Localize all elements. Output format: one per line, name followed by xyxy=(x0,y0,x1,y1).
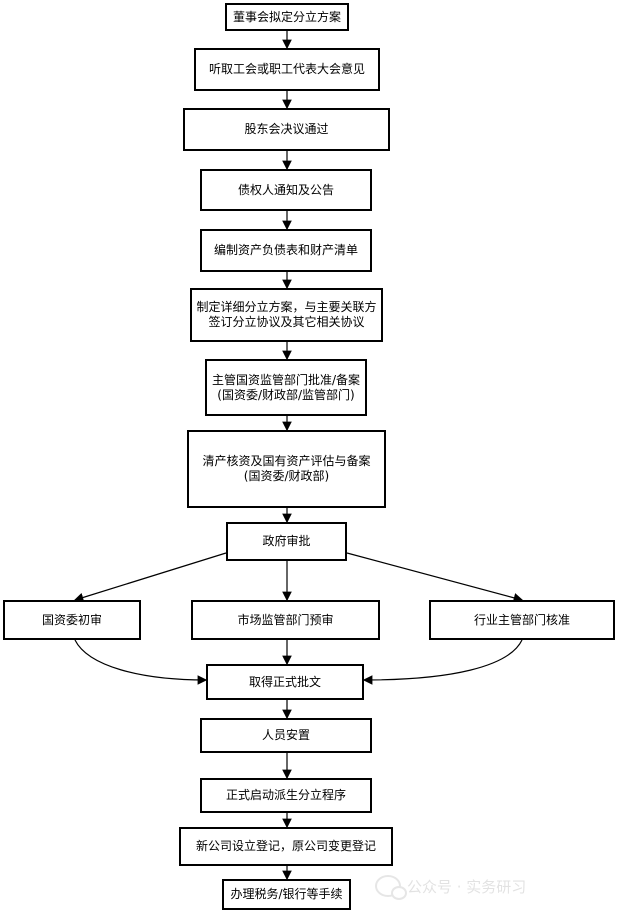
node-derivative-division-start-line-1: 正式启动派生分立程序 xyxy=(225,788,346,803)
node-company-registration: 新公司设立登记，原公司变更登记 xyxy=(179,827,393,866)
node-industry-authority-approval-line-1: 行业主管部门核准 xyxy=(473,612,570,627)
node-industry-authority-approval: 行业主管部门核准 xyxy=(429,600,615,640)
node-board-draft-plan-line-1: 董事会拟定分立方案 xyxy=(232,9,341,24)
node-tax-bank-procedures-line-1: 办理税务/银行等手续 xyxy=(230,887,343,902)
node-personnel-placement-line-1: 人员安置 xyxy=(261,728,310,743)
node-state-asset-approval-line-2: (国资委/财政部/监管部门) xyxy=(217,387,355,402)
node-creditor-notice-line-1: 债权人通知及公告 xyxy=(237,182,334,197)
arrow-n10-n13 xyxy=(74,639,208,685)
node-market-regulator-prereview: 市场监管部门预审 xyxy=(191,600,380,640)
node-company-registration-line-1: 新公司设立登记，原公司变更登记 xyxy=(195,839,376,854)
node-tax-bank-procedures: 办理税务/银行等手续 xyxy=(222,879,351,910)
node-balance-sheet: 编制资产负债表和财产清单 xyxy=(200,229,372,272)
node-union-opinion-line-1: 听取工会或职工代表大会意见 xyxy=(208,62,365,77)
node-government-approval-line-1: 政府审批 xyxy=(262,534,311,549)
node-state-asset-approval-line-1: 主管国资监管部门批准/备案 xyxy=(211,372,361,387)
node-shareholder-approval-line-1: 股东会决议通过 xyxy=(244,122,329,137)
node-official-approval-document: 取得正式批文 xyxy=(206,664,364,700)
node-state-asset-approval: 主管国资监管部门批准/备案 (国资委/财政部/监管部门) xyxy=(205,359,367,416)
node-government-approval: 政府审批 xyxy=(226,522,347,561)
node-asset-valuation-line-1: 清产核资及国有资产评估与备案 xyxy=(202,454,371,469)
node-sasac-preliminary-review: 国资委初审 xyxy=(3,600,141,640)
node-detailed-plan-line-2: 签订分立协议及其它相关协议 xyxy=(208,315,365,329)
node-board-draft-plan: 董事会拟定分立方案 xyxy=(225,3,349,31)
node-derivative-division-start: 正式启动派生分立程序 xyxy=(200,778,372,813)
node-asset-valuation-line-2: (国资委/财政部) xyxy=(243,469,330,483)
arrow-n12-n13 xyxy=(362,639,523,685)
node-shareholder-approval: 股东会决议通过 xyxy=(183,108,390,151)
node-creditor-notice: 债权人通知及公告 xyxy=(200,169,372,211)
node-asset-valuation: 清产核资及国有资产评估与备案 (国资委/财政部) xyxy=(187,430,386,508)
arrow-n9-n10 xyxy=(73,552,227,603)
arrow-n9-n12 xyxy=(346,552,524,603)
node-sasac-preliminary-review-line-1: 国资委初审 xyxy=(41,612,102,627)
node-union-opinion: 听取工会或职工代表大会意见 xyxy=(194,48,380,91)
node-official-approval-document-line-1: 取得正式批文 xyxy=(248,674,321,689)
node-detailed-plan: 制定详细分立方案，与主要关联方 签订分立协议及其它相关协议 xyxy=(190,288,383,342)
node-market-regulator-prereview-line-1: 市场监管部门预审 xyxy=(237,612,334,627)
node-personnel-placement: 人员安置 xyxy=(200,718,372,753)
node-detailed-plan-line-1: 制定详细分立方案，与主要关联方 xyxy=(196,300,377,315)
node-balance-sheet-line-1: 编制资产负债表和财产清单 xyxy=(213,243,358,258)
